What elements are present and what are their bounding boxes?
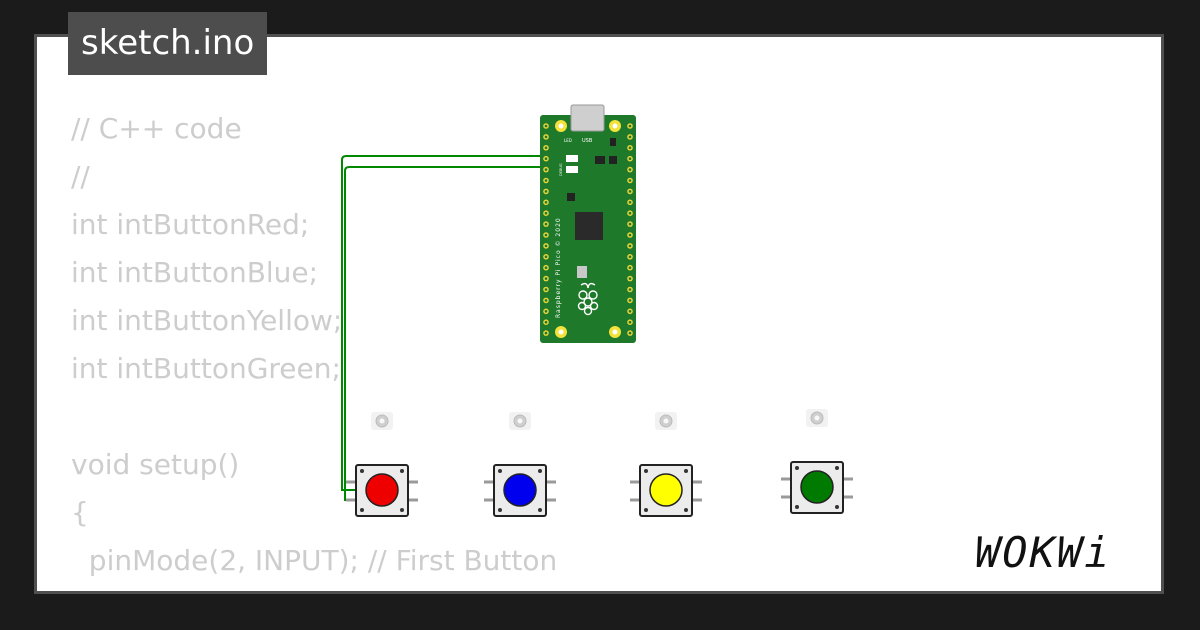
button-cap	[503, 473, 537, 507]
led-red	[371, 412, 393, 430]
button-cap	[365, 473, 399, 507]
pushbutton-red[interactable]	[346, 464, 418, 517]
code-line: // C++ code	[71, 112, 242, 145]
pico-board[interactable]: USB LED Raspberry Pi Pico © 2020 DEBUG	[540, 104, 636, 343]
code-line: int intButtonGreen;	[71, 352, 341, 385]
wire-gp0[interactable]	[341, 155, 545, 491]
usb-connector	[570, 104, 605, 132]
code-line: void setup()	[71, 448, 240, 481]
debug-label: DEBUG	[559, 163, 563, 176]
code-line: pinMode(2, INPUT); // First Button	[71, 544, 558, 577]
code-line: int intButtonBlue;	[71, 256, 319, 289]
code-line: int intButtonYellow;	[71, 304, 343, 337]
pushbutton-green[interactable]	[781, 461, 853, 514]
button-cap	[649, 473, 683, 507]
wires	[341, 155, 545, 501]
code-preview: // C++ code // int intButtonRed; int intBut…	[71, 105, 601, 591]
led-yellow	[655, 412, 677, 430]
code-line: {	[71, 496, 89, 529]
wire-gp1[interactable]	[344, 166, 545, 501]
button-cap	[800, 470, 834, 504]
pushbutton-blue[interactable]	[484, 464, 556, 517]
board-silkscreen: Raspberry Pi Pico © 2020	[555, 217, 562, 318]
led-blue	[509, 412, 531, 430]
raspberry-logo-icon	[577, 282, 599, 316]
pushbutton-yellow[interactable]	[630, 464, 702, 517]
usb-label: USB	[582, 138, 593, 144]
code-line: int intButtonRed;	[71, 208, 310, 241]
led-label: LED	[564, 138, 572, 143]
filename-tab[interactable]: sketch.ino	[68, 12, 268, 75]
wokwi-logo: WOKWi	[975, 528, 1112, 577]
led-green	[806, 409, 828, 427]
code-line: //	[71, 160, 90, 193]
rp2040-chip	[575, 212, 603, 240]
board-pins	[543, 123, 633, 336]
pushbuttons	[346, 409, 853, 517]
